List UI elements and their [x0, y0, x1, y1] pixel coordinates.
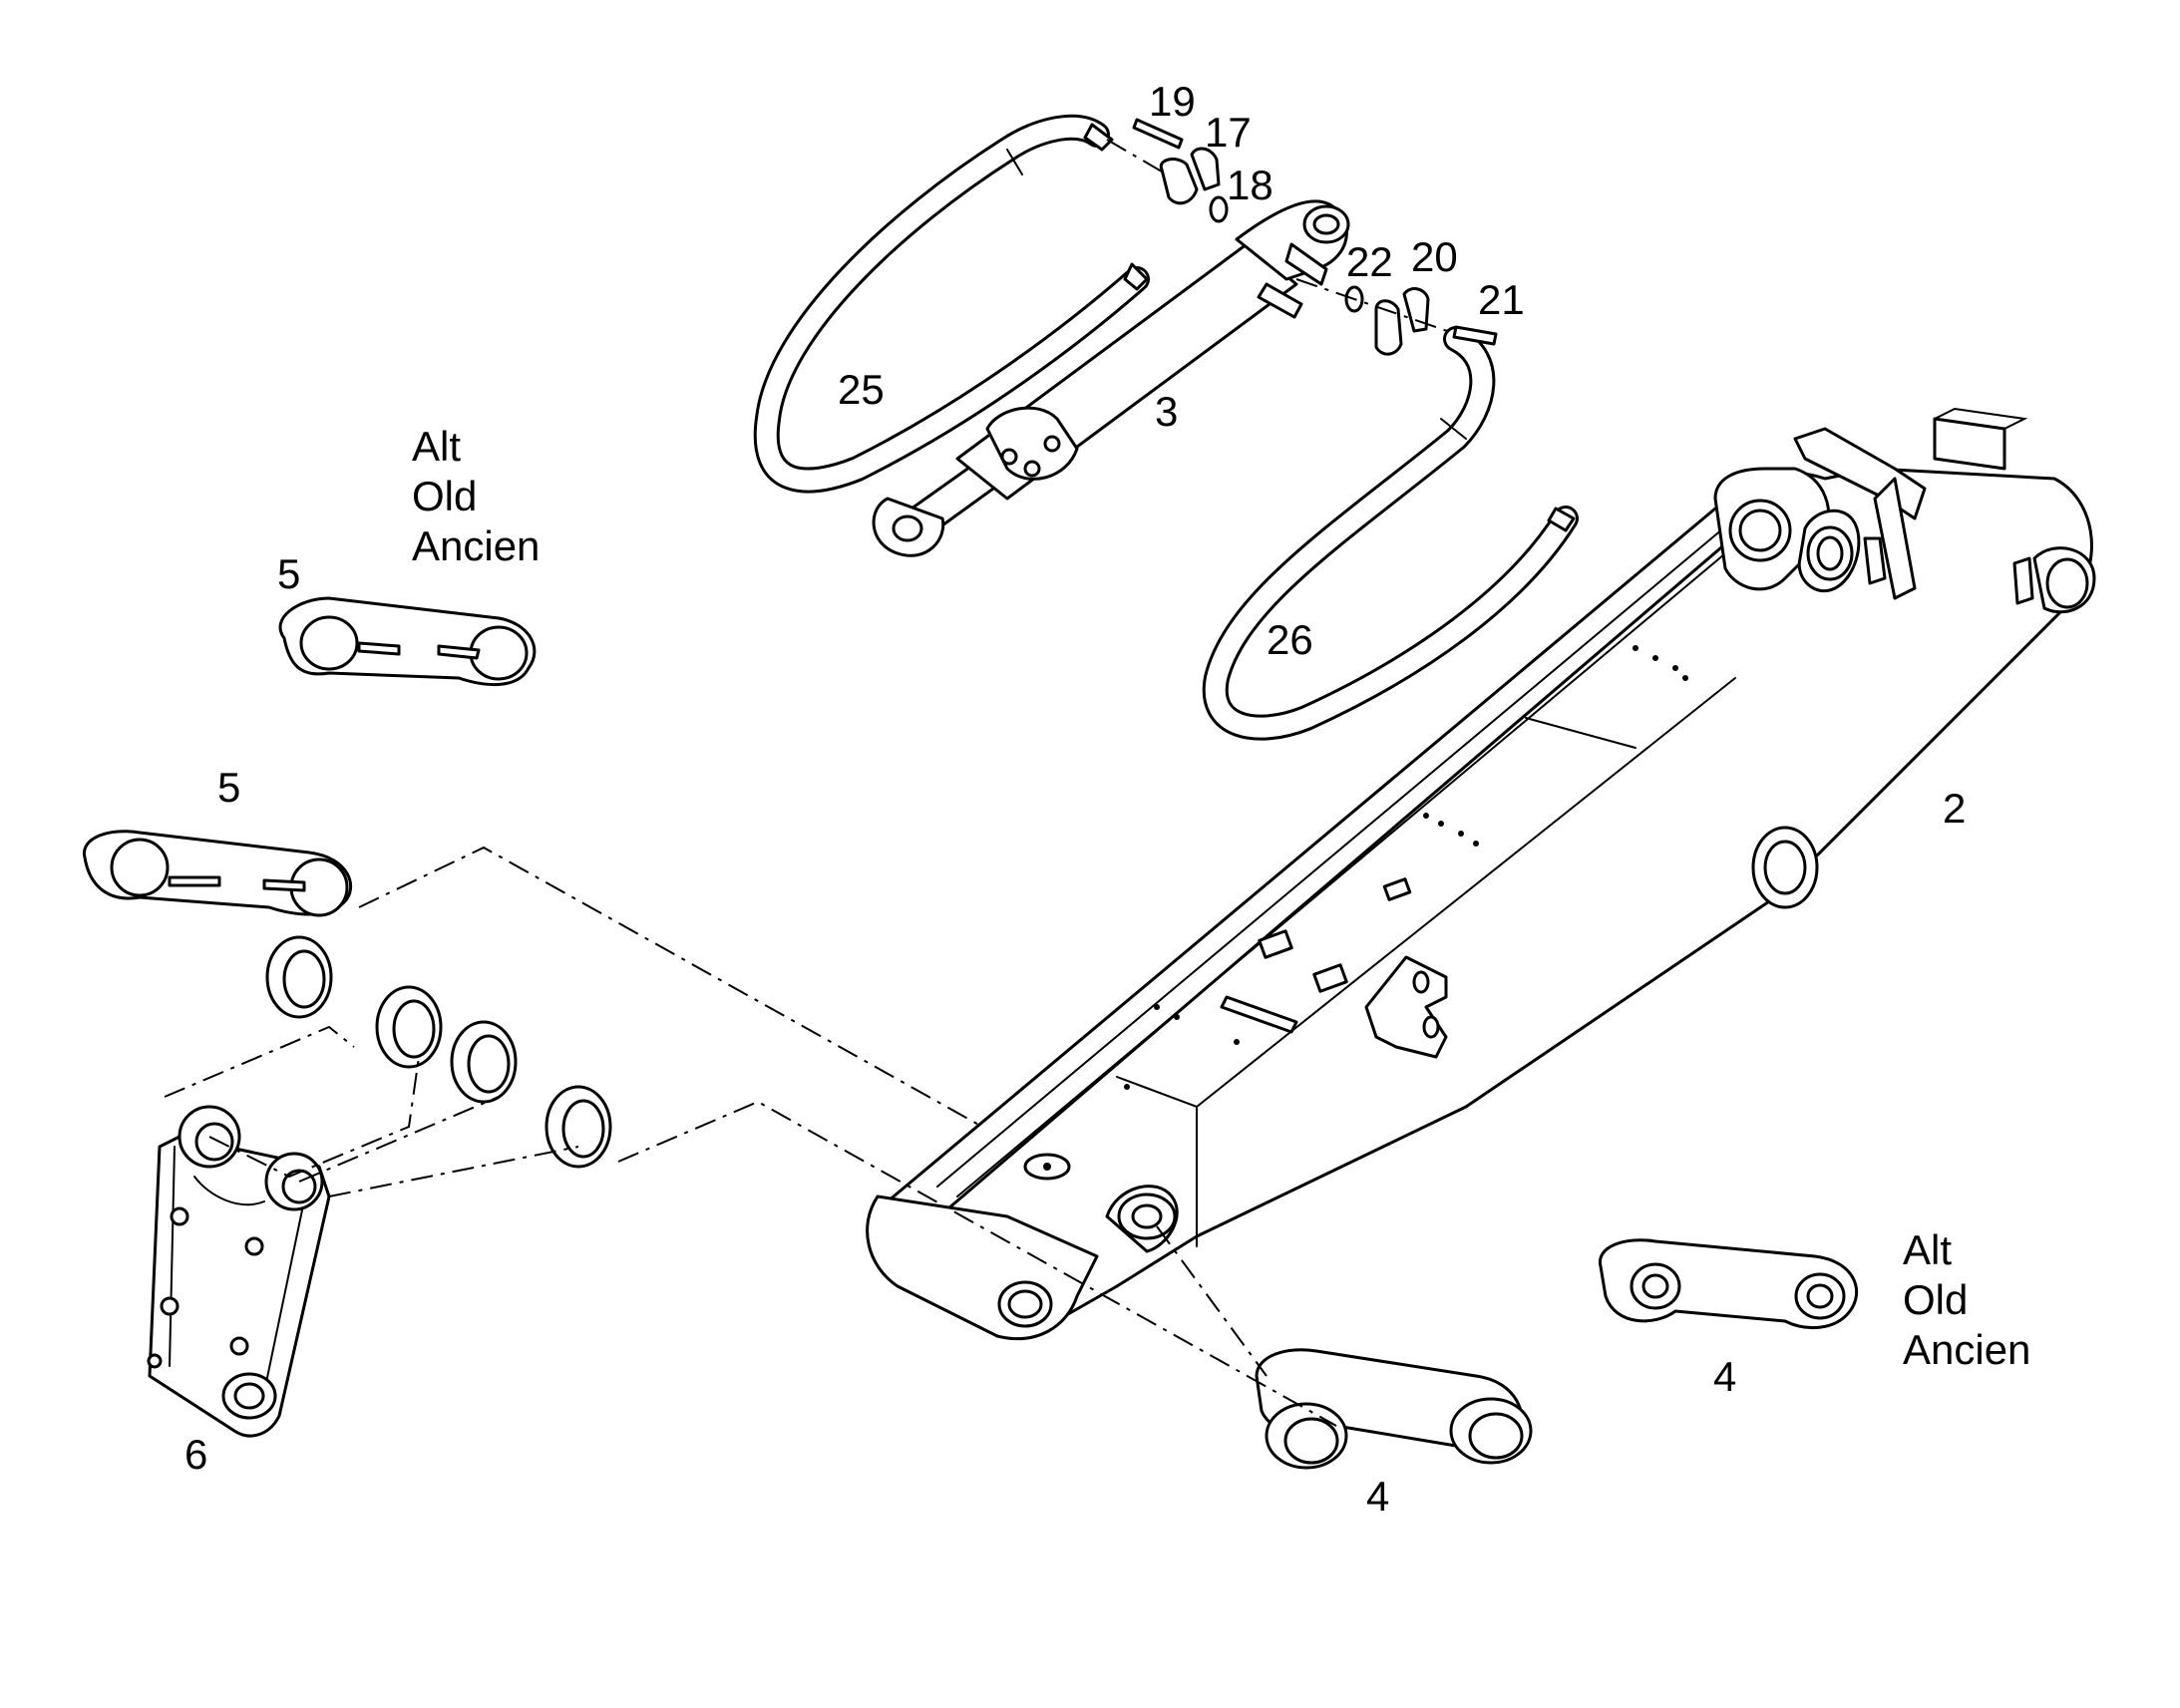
callout-17: 17	[1205, 109, 1252, 156]
spacer-rings	[265, 935, 612, 1169]
hose-25	[753, 114, 1150, 494]
alt-note-right-line2: Old	[1903, 1276, 1968, 1323]
callout-21: 21	[1478, 276, 1525, 323]
callout-2: 2	[1943, 785, 1966, 832]
alt-note-left: Alt Old Ancien	[412, 423, 540, 569]
callout-25: 25	[838, 366, 885, 413]
callout-3: 3	[1155, 388, 1178, 435]
alt-note-left-line3: Ancien	[412, 522, 540, 569]
callout-4-main: 4	[1366, 1473, 1389, 1520]
callout-20: 20	[1411, 233, 1458, 280]
callout-18: 18	[1227, 162, 1273, 208]
callout-6: 6	[184, 1431, 207, 1478]
callout-4-alt: 4	[1713, 1353, 1736, 1400]
link-5-alt	[278, 596, 537, 687]
boom-arm	[866, 407, 2096, 1341]
callout-5-alt: 5	[277, 550, 300, 597]
callout-19: 19	[1149, 78, 1196, 125]
alt-note-right-line3: Ancien	[1903, 1326, 2030, 1373]
alt-note-right: Alt Old Ancien	[1903, 1226, 2030, 1373]
callout-22: 22	[1346, 238, 1393, 285]
alt-note-left-line1: Alt	[412, 423, 461, 470]
link-6	[147, 1105, 331, 1438]
alt-note-right-line1: Alt	[1903, 1226, 1952, 1273]
alt-note-left-line2: Old	[412, 473, 477, 519]
link-4-alt	[1599, 1238, 1859, 1330]
hose-26	[1202, 326, 1579, 741]
hydraulic-cylinder	[872, 199, 1350, 557]
link-5	[83, 830, 353, 917]
link-4	[1255, 1348, 1533, 1470]
callout-26: 26	[1267, 616, 1313, 663]
callout-5: 5	[217, 764, 240, 811]
fittings-17-22	[1106, 118, 1498, 356]
assembly-lines	[164, 846, 1337, 1427]
